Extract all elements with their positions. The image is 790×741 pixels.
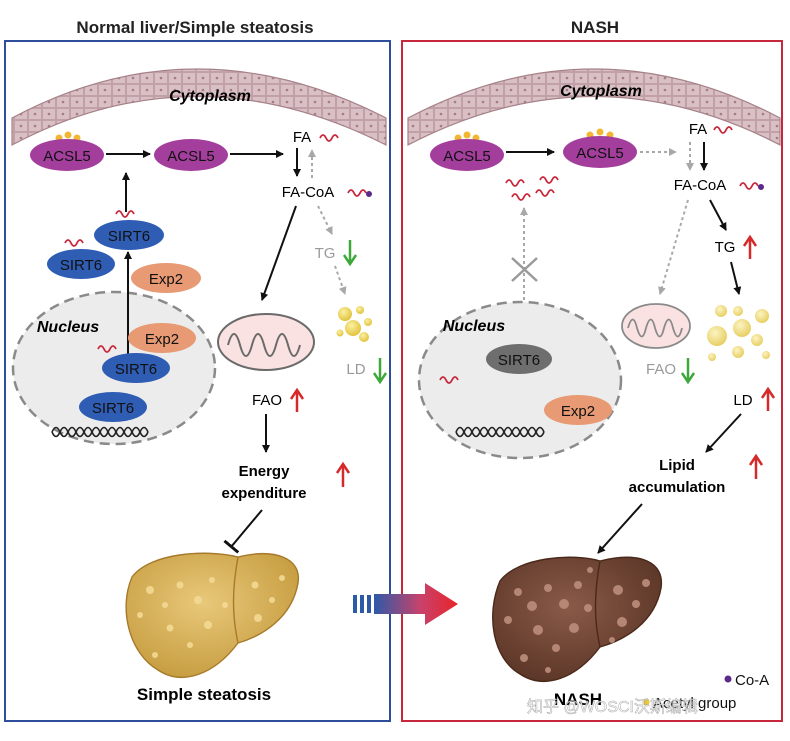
right-facoa-chain-icon: [739, 182, 759, 190]
left-acsl5-membrane-label: ACSL5: [43, 148, 91, 165]
right-tg-up-arrow-icon: [742, 234, 758, 259]
right-nucleus-label: Nucleus: [443, 318, 505, 335]
right-liver-icon: [492, 556, 663, 682]
left-panel-title: Normal liver/Simple steatosis: [76, 18, 313, 37]
left-lipid-droplets-icon: [336, 306, 372, 342]
left-facoa-chain-icon: [347, 189, 367, 197]
right-fa-label: FA: [689, 121, 707, 138]
transition-arrow-icon: [353, 583, 458, 625]
left-sirt6-cyto-top: [94, 220, 164, 250]
left-sirt6-cyto-bottom-label: SIRT6: [60, 257, 102, 274]
left-fao-label: FAO: [252, 392, 282, 409]
left-nucleus-label: Nucleus: [37, 319, 99, 336]
left-sirt6-nucleus-bottom-label: SIRT6: [92, 400, 134, 417]
left-sirt6-nucleus-top: [102, 353, 170, 383]
right-acsl5-cyto: [563, 136, 637, 168]
right-liver-label: NASH: [554, 690, 602, 709]
left-acetyl-chain-2: [64, 239, 84, 247]
right-acsl5-membrane: [430, 139, 504, 171]
left-acetyl-chain-1: [115, 210, 135, 218]
left-acsl5-caps: [55, 131, 81, 142]
left-tg-down-arrow-icon: [342, 240, 358, 267]
left-coa-dot: [366, 191, 372, 197]
left-arrow-facoa-to-mito: [260, 205, 297, 301]
left-acsl5-membrane: [30, 139, 104, 171]
right-sirt6-nucleus: [486, 344, 552, 374]
left-cytoplasm-label: Cytoplasm: [169, 88, 251, 105]
right-acsl5-cyto-label: ACSL5: [576, 145, 624, 162]
right-dna-icon: [455, 426, 545, 438]
left-fao-up-arrow-icon: [289, 387, 305, 412]
left-mitochondrion-icon: [217, 313, 315, 371]
legend-coa-label: Co-A: [735, 672, 769, 689]
right-fao-label: FAO: [646, 361, 676, 378]
right-lipid-droplets-icon: [707, 305, 770, 361]
left-arrow-tg-to-ld-dotted: [334, 265, 347, 295]
right-fa-chain-icon: [713, 126, 733, 134]
left-energy-label-2: expenditure: [221, 485, 306, 502]
right-tg-label: TG: [715, 239, 736, 256]
left-liver-label: Simple steatosis: [137, 685, 271, 704]
right-facoa-label: FA-CoA: [674, 177, 727, 194]
left-sirt6-nucleus-top-label: SIRT6: [115, 361, 157, 378]
left-sirt6-cyto-top-label: SIRT6: [108, 228, 150, 245]
right-ld-up-arrow-icon: [760, 386, 776, 411]
left-dna-icon: [51, 426, 149, 438]
left-acetyl-chain-3: [97, 345, 117, 353]
left-sirt6-cyto-bottom: [47, 249, 115, 279]
left-sirt6-nucleus-bottom: [79, 392, 147, 422]
left-exp2-nucleus: [128, 323, 196, 353]
legend-acetyl-label: Acetyl group: [653, 695, 736, 712]
legend-coa-dot: [724, 675, 732, 683]
right-arrow-lipid-to-liver: [597, 503, 643, 554]
right-arrow-ld-to-lipid: [705, 413, 742, 453]
left-liver-icon: [125, 552, 299, 678]
left-inhibit-energy-to-liver: [223, 509, 263, 554]
left-acsl5-cyto: [154, 139, 228, 171]
legend-acetyl-dot: [642, 698, 650, 706]
right-mitochondrion-icon: [621, 303, 691, 349]
left-energy-label-1: Energy: [239, 463, 291, 480]
right-coa-dot: [758, 184, 764, 190]
right-exp2-nucleus: [544, 395, 612, 425]
right-cytoplasm-label: Cytoplasm: [560, 83, 642, 100]
left-arrow-facoa-to-tg-dotted: [317, 205, 333, 235]
left-fa-chain-icon: [319, 134, 339, 142]
right-exp2-nucleus-label: Exp2: [561, 403, 595, 420]
right-ld-label: LD: [733, 392, 752, 409]
right-cytoplasm-membrane: [407, 68, 781, 146]
left-cytoplasm-membrane: [11, 68, 387, 146]
left-tg-label: TG: [315, 245, 336, 262]
left-fa-label: FA: [293, 129, 311, 146]
left-ld-label: LD: [346, 361, 365, 378]
left-ld-down-arrow-icon: [372, 358, 388, 385]
left-acsl5-cyto-label: ACSL5: [167, 148, 215, 165]
right-arrow-facoa-to-tg: [709, 199, 727, 231]
watermark: 知乎 @WOSCI沃斯编辑: [527, 698, 698, 716]
left-panel-border: [4, 40, 391, 722]
right-acetyl-chain-nucleus: [439, 376, 459, 384]
left-exp2-nucleus-label: Exp2: [145, 331, 179, 348]
right-panel-border: [401, 40, 783, 722]
left-exp2-cyto-label: Exp2: [149, 271, 183, 288]
right-fao-down-arrow-icon: [680, 358, 696, 385]
right-acsl5-membrane-label: ACSL5: [443, 148, 491, 165]
left-energy-up-arrow-icon: [335, 461, 351, 487]
right-sirt6-nucleus-label: SIRT6: [498, 352, 540, 369]
left-facoa-label: FA-CoA: [282, 184, 335, 201]
right-panel-title: NASH: [571, 18, 619, 37]
right-arrow-facoa-to-mito-dotted: [658, 199, 689, 295]
right-lipid-up-arrow-icon: [748, 453, 764, 479]
right-acetyl-chains-icon: [505, 176, 559, 201]
left-exp2-cyto: [131, 263, 201, 293]
right-arrow-tg-to-ld: [730, 261, 742, 295]
right-lipid-label-1: Lipid: [659, 457, 695, 474]
right-lipid-label-2: accumulation: [629, 479, 726, 496]
right-block-cross-icon: [511, 257, 538, 282]
